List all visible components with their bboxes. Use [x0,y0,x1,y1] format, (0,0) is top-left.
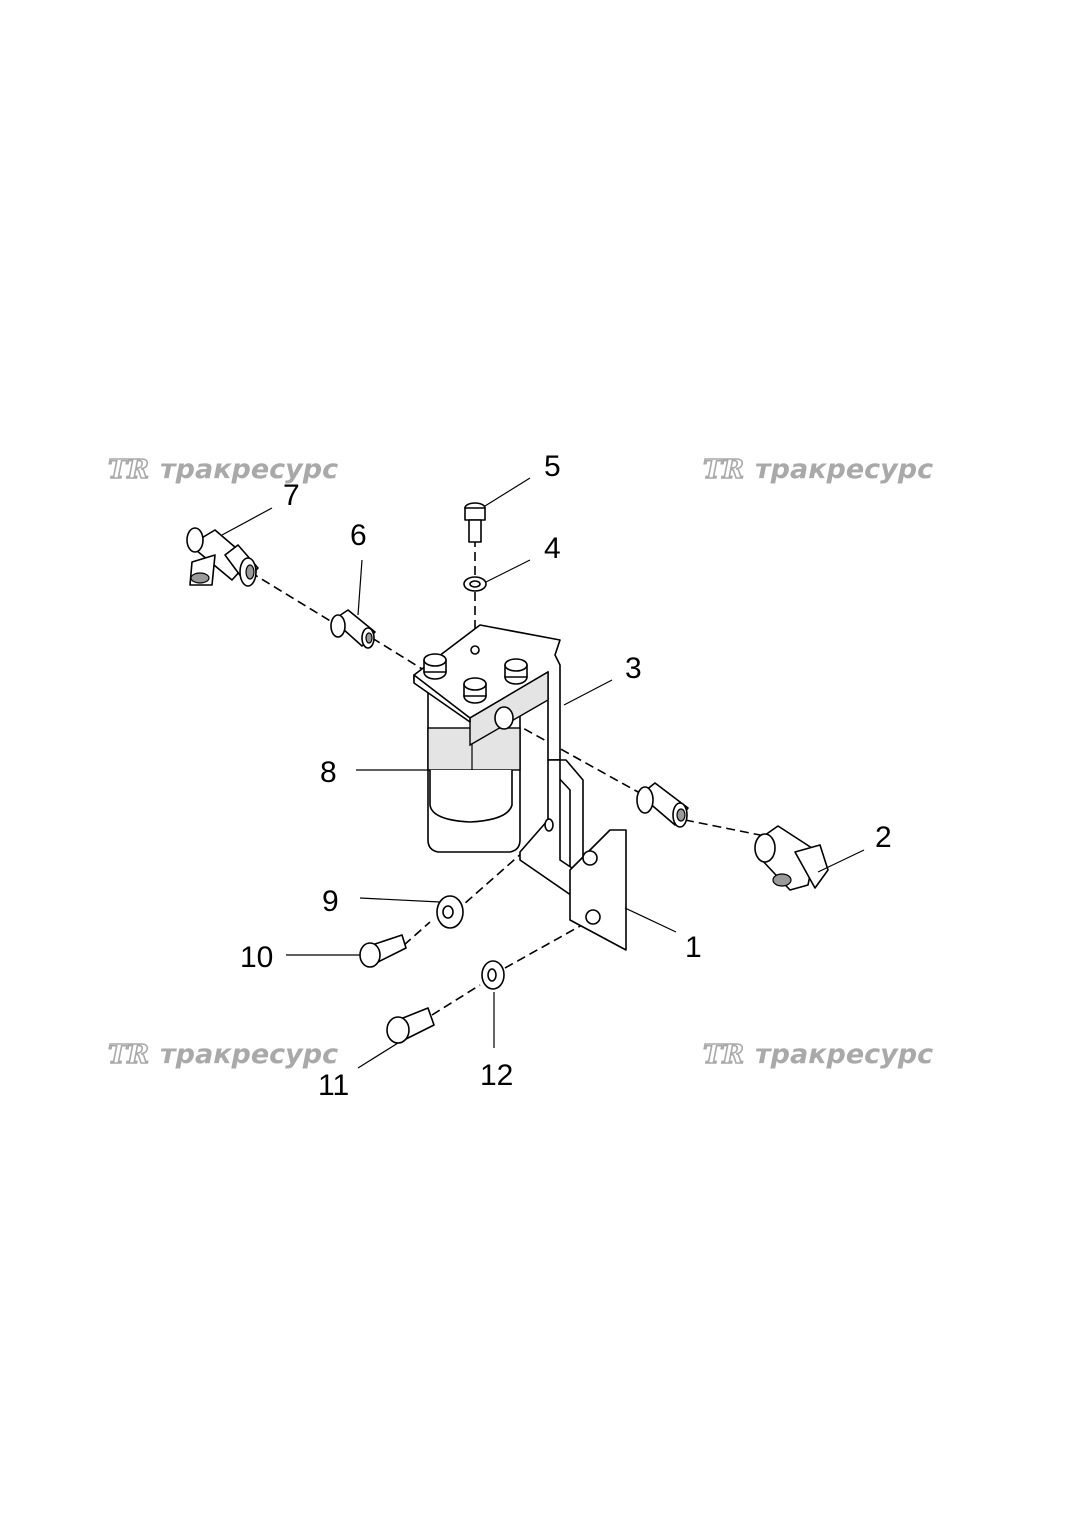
washer-12 [481,960,505,990]
callout-1: 1 [685,931,702,964]
callout-6: 6 [350,519,367,552]
callout-5: 5 [544,450,561,483]
bolt-hole [544,818,554,832]
bolt-11 [386,1007,435,1044]
callout-11: 11 [318,1069,349,1102]
port-hole [494,706,514,730]
callout-8: 8 [320,756,337,789]
callout-10: 10 [240,941,273,974]
leader-5 [484,477,531,507]
leader-1 [624,907,677,933]
nut [504,658,528,685]
leader-lines [221,477,865,1069]
leader-7 [221,507,273,536]
upper-bracket [413,624,561,761]
tee-fitting [186,527,259,587]
leader-2 [817,849,865,873]
axis-line-11-12 [431,984,481,1016]
leader-3 [563,679,613,706]
adapter-fitting-right [636,782,689,828]
bolt-hole [470,645,480,655]
axis-line-10-9 [403,921,431,946]
watermark-top-left: TR тракресурс [107,454,338,486]
watermark-text: тракресурс [160,454,338,485]
axis-line-7-6 [249,571,333,623]
bolt-10 [359,934,407,968]
lower-bracket [519,759,627,951]
callout-12: 12 [480,1059,513,1092]
watermark-logo: TR [703,1040,744,1070]
watermark-text: тракресурс [755,454,933,485]
leader-11 [357,1042,399,1069]
nut [423,653,447,680]
callouts: 2 1 3 4 5 6 7 8 9 10 11 12 [240,450,892,1102]
nut [463,677,487,704]
callout-2: 2 [875,821,892,854]
watermark-logo: TR [703,455,744,485]
bolt-5 [464,502,486,543]
watermark-text: тракресурс [755,1039,933,1070]
watermark-logo: TR [108,455,149,485]
callout-9: 9 [322,885,339,918]
leader-4 [485,559,531,583]
watermark-bottom-right: TR тракресурс [702,1039,933,1071]
washer-9 [436,895,464,929]
adapter-fitting [330,609,376,649]
leader-6 [357,559,363,616]
axis-line-12-bracket [504,924,583,969]
callout-4: 4 [544,532,561,565]
leader-9 [359,897,441,903]
axis-line-bracket-fitting [511,721,639,793]
washer-4 [463,576,487,592]
watermark-text: тракресурс [160,1039,338,1070]
bolt-hole [585,909,601,925]
callout-3: 3 [625,652,642,685]
elbow-fitting [754,825,829,891]
watermark-bottom-left: TR тракресурс [107,1039,338,1071]
watermark-top-right: TR тракресурс [702,454,933,486]
axis-line-fitting-2 [684,819,766,837]
callout-7: 7 [283,479,300,512]
watermark-logo: TR [108,1040,149,1070]
